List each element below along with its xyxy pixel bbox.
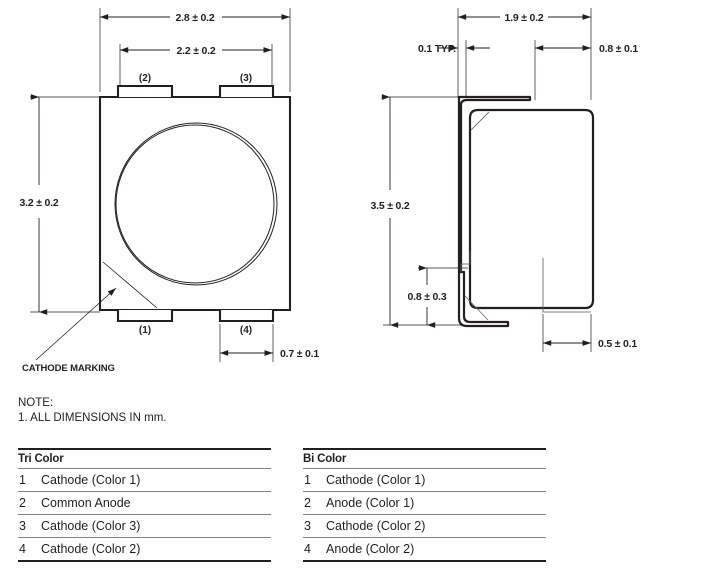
dim-top-pad-width: 0.7 ± 0.1 [280,348,319,360]
left-lead-upper-wrap [457,95,532,274]
dim-side-lead-thickness: 0.1 TYP. [418,43,456,55]
tri-pin-function: Cathode (Color 3) [37,514,271,538]
body-left-step [460,250,471,272]
cathode-marking-label: CATHODE MARKING [22,363,115,374]
table-row: 4 Anode (Color 2) [303,537,546,562]
body-chamfer-top-left [470,111,490,131]
pin-function-tables: Tri Color 1 Cathode (Color 1) 2 Common A… [0,448,701,576]
tri-pin-function: Cathode (Color 2) [37,537,271,562]
dim-side-overall-width: 1.9 ± 0.2 [505,12,544,24]
bi-pin-function: Anode (Color 2) [322,537,546,562]
dim-side-overall-height: 3.5 ± 0.2 [371,200,410,212]
table-row: 4 Cathode (Color 2) [18,537,271,562]
tri-pin-number: 4 [18,537,37,562]
tri-pin-number: 1 [18,468,37,492]
notes-heading: NOTE: [18,397,54,409]
note-item-1: 1. ALL DIMENSIONS IN mm. [18,412,167,424]
tri-pin-function: Common Anode [37,491,271,515]
tri-color-table: Tri Color 1 Cathode (Color 1) 2 Common A… [18,448,271,562]
side-view-group: 1.9 ± 0.2 0.1 TYP. 0.8 ± 0.1 3.5 ± 0.2 0… [371,8,639,352]
dim-top-pad-span-width: 2.2 ± 0.2 [177,45,216,57]
bi-pin-function: Anode (Color 1) [322,491,546,515]
pin-label-1: (1) [139,325,151,336]
table-row: 1 Cathode (Color 1) [303,468,546,492]
tri-pin-number: 2 [18,491,37,515]
bi-color-table-body: 1 Cathode (Color 1) 2 Anode (Color 1) 3 … [303,468,546,562]
cathode-chamfer-line [102,261,158,309]
bi-pin-function: Cathode (Color 1) [322,468,546,492]
right-pad-outline [542,258,591,313]
pin-label-3: (3) [240,73,252,84]
bi-pin-number: 3 [303,514,322,538]
bi-pin-number: 1 [303,468,322,492]
bi-pin-number: 4 [303,537,322,562]
package-outline-svg: 2.8 ± 0.2 2.2 ± 0.2 3.2 ± 0.2 [20,8,639,374]
dim-side-right-lead-width: 0.8 ± 0.1 [599,43,638,55]
dim-top-overall-width: 2.8 ± 0.2 [176,12,215,24]
table-row: 2 Anode (Color 1) [303,491,546,515]
pad-2-shape [116,84,174,97]
top-view-group: 2.8 ± 0.2 2.2 ± 0.2 3.2 ± 0.2 [20,8,320,374]
pin-label-4: (4) [240,325,252,336]
notes-block: NOTE: 1. ALL DIMENSIONS IN mm. [18,396,418,426]
bi-pin-number: 2 [303,491,322,515]
bi-pin-function: Cathode (Color 2) [322,514,546,538]
mechanical-drawing-area: 2.8 ± 0.2 2.2 ± 0.2 3.2 ± 0.2 [20,8,639,374]
dim-side-pad-width: 0.5 ± 0.1 [598,338,637,350]
pad-3-shape [218,84,275,97]
pad-1-shape [116,310,174,323]
lens-inner-circle [115,124,275,284]
tri-color-table-title: Tri Color [18,448,271,469]
bi-color-table-title: Bi Color [303,448,546,469]
dim-top-overall-height: 3.2 ± 0.2 [20,197,59,209]
table-row: 2 Common Anode [18,491,271,515]
pad-4-shape [218,310,275,323]
left-lead-foot [457,270,510,328]
package-body-side [468,108,595,310]
cathode-marking-leader [35,287,117,361]
pin-label-2: (2) [139,73,151,84]
bi-color-table: Bi Color 1 Cathode (Color 1) 2 Anode (Co… [303,448,546,562]
tri-color-table-body: 1 Cathode (Color 1) 2 Common Anode 3 Cat… [18,468,271,562]
lens-outer-circle [114,122,278,286]
table-row: 3 Cathode (Color 2) [303,514,546,538]
foot-chamfer [464,295,489,321]
package-body-outline [98,95,292,312]
tri-pin-function: Cathode (Color 1) [37,468,271,492]
table-row: 1 Cathode (Color 1) [18,468,271,492]
table-row: 3 Cathode (Color 3) [18,514,271,538]
tri-pin-number: 3 [18,514,37,538]
dim-side-lead-height: 0.8 ± 0.3 [408,291,447,303]
